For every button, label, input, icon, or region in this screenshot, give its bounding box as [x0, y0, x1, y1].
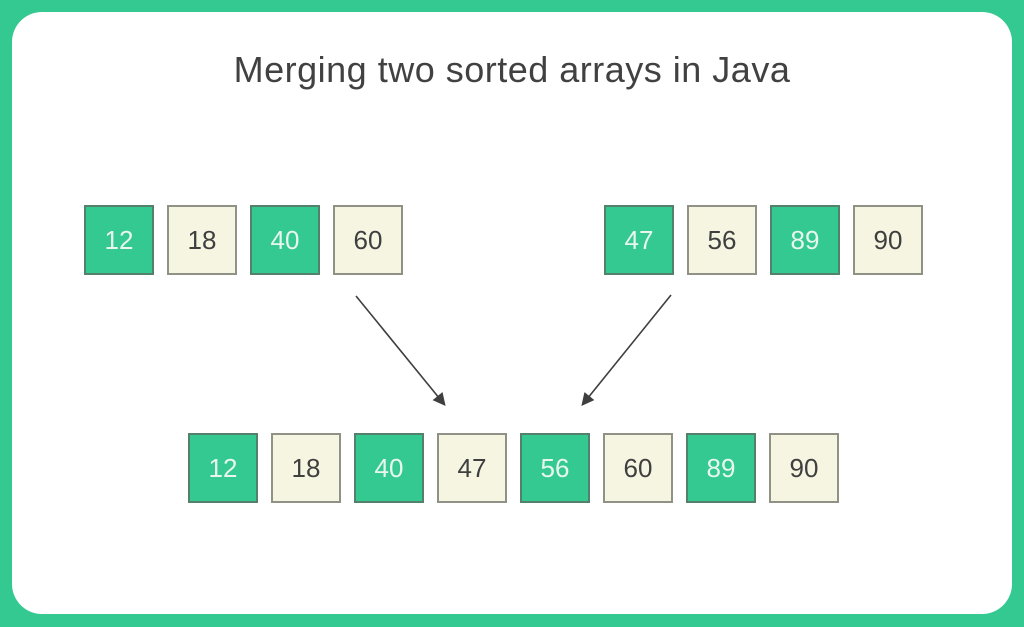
array-cell: 47	[437, 433, 507, 503]
array-cell: 12	[188, 433, 258, 503]
page-title: Merging two sorted arrays in Java	[233, 49, 791, 90]
array-cell: 90	[853, 205, 923, 275]
second-sorted-array: 47 56 89 90	[604, 205, 923, 275]
array-cell: 47	[604, 205, 674, 275]
array-cell: 12	[84, 205, 154, 275]
array-cell: 89	[686, 433, 756, 503]
first-sorted-array: 12 18 40 60	[84, 205, 403, 275]
array-cell: 40	[250, 205, 320, 275]
array-cell: 18	[271, 433, 341, 503]
content-card	[12, 12, 1012, 614]
array-cell: 89	[770, 205, 840, 275]
array-cell: 56	[687, 205, 757, 275]
merged-array: 12 18 40 47 56 60 89 90	[188, 433, 839, 503]
array-cell: 18	[167, 205, 237, 275]
array-cell: 40	[354, 433, 424, 503]
array-cell: 90	[769, 433, 839, 503]
array-cell: 56	[520, 433, 590, 503]
array-cell: 60	[333, 205, 403, 275]
array-cell: 60	[603, 433, 673, 503]
